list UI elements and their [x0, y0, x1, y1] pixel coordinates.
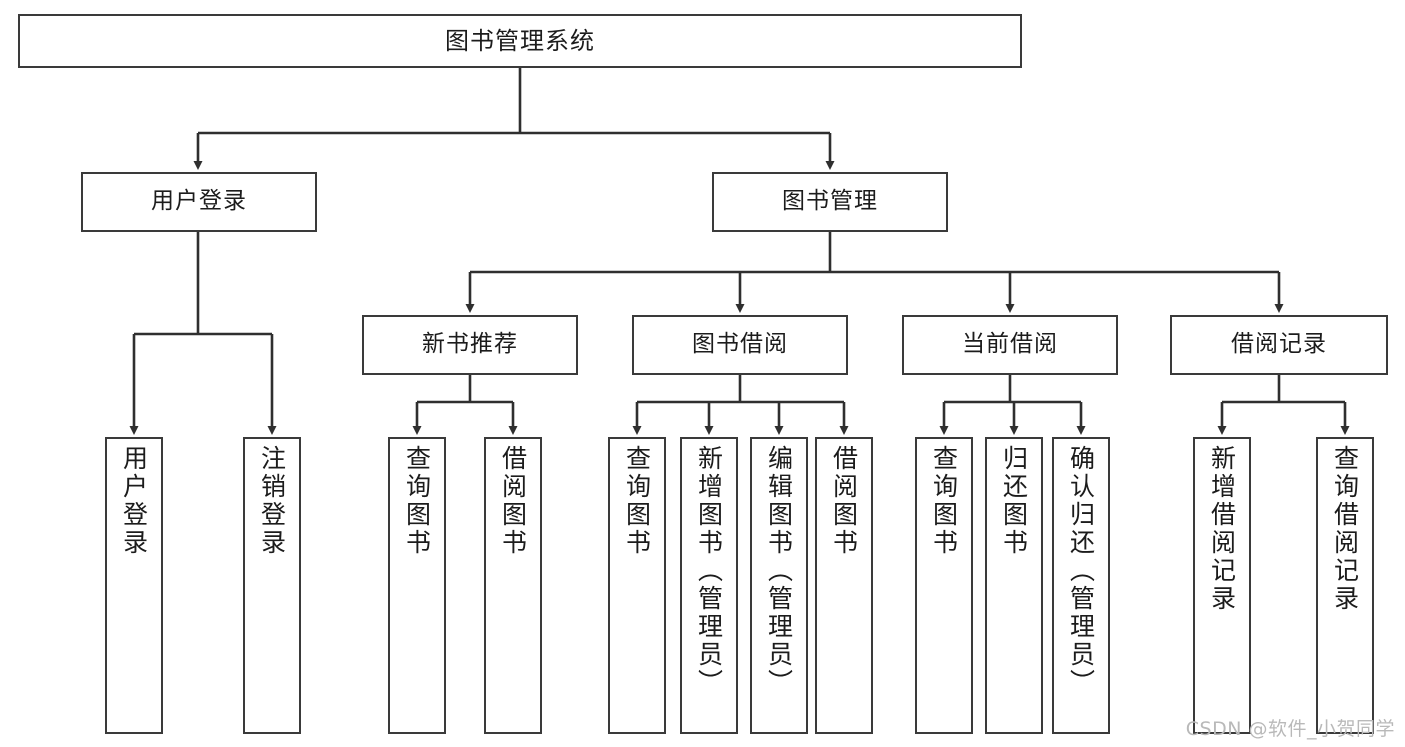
node-current-borrow-label: 当前借阅 — [962, 331, 1058, 358]
leaf-current-confirm-return-label: 确认归还（管理员） — [1066, 445, 1096, 697]
node-book-borrow-label: 图书借阅 — [692, 331, 788, 358]
leaf-new-book-query-book-label: 查询图书 — [402, 445, 432, 557]
node-current-borrow[interactable]: 当前借阅 — [902, 315, 1118, 375]
leaf-borrow-edit-book[interactable]: 编辑图书（管理员） — [750, 437, 808, 734]
leaf-new-book-borrow-book-label: 借阅图书 — [498, 445, 528, 557]
leaf-current-return-book-label: 归还图书 — [999, 445, 1029, 557]
csdn-watermark: CSDN @软件_小贺同学 — [1185, 718, 1395, 740]
leaf-record-query-record[interactable]: 查询借阅记录 — [1316, 437, 1374, 734]
leaf-logout[interactable]: 注销登录 — [243, 437, 301, 734]
node-new-book-recommend-label: 新书推荐 — [422, 331, 518, 358]
node-root-system-label: 图书管理系统 — [445, 26, 595, 55]
node-borrow-record-label: 借阅记录 — [1231, 331, 1327, 358]
node-book-management[interactable]: 图书管理 — [712, 172, 948, 232]
leaf-borrow-add-book[interactable]: 新增图书（管理员） — [680, 437, 738, 734]
leaf-record-add-record-label: 新增借阅记录 — [1207, 445, 1237, 613]
leaf-borrow-query-book[interactable]: 查询图书 — [608, 437, 666, 734]
leaf-borrow-edit-book-label: 编辑图书（管理员） — [764, 445, 794, 697]
leaf-borrow-borrow-book-label: 借阅图书 — [829, 445, 859, 557]
node-user-login-label: 用户登录 — [151, 188, 247, 215]
leaf-borrow-query-book-label: 查询图书 — [622, 445, 652, 557]
leaf-current-query-book-label: 查询图书 — [929, 445, 959, 557]
leaf-user-login-label: 用户登录 — [119, 445, 149, 557]
leaf-current-confirm-return[interactable]: 确认归还（管理员） — [1052, 437, 1110, 734]
node-borrow-record[interactable]: 借阅记录 — [1170, 315, 1388, 375]
leaf-new-book-query-book[interactable]: 查询图书 — [388, 437, 446, 734]
node-root-system[interactable]: 图书管理系统 — [18, 14, 1022, 68]
leaf-logout-label: 注销登录 — [257, 445, 287, 557]
leaf-current-return-book[interactable]: 归还图书 — [985, 437, 1043, 734]
leaf-record-query-record-label: 查询借阅记录 — [1330, 445, 1360, 613]
node-user-login[interactable]: 用户登录 — [81, 172, 317, 232]
node-new-book-recommend[interactable]: 新书推荐 — [362, 315, 578, 375]
node-book-borrow[interactable]: 图书借阅 — [632, 315, 848, 375]
leaf-new-book-borrow-book[interactable]: 借阅图书 — [484, 437, 542, 734]
leaf-borrow-borrow-book[interactable]: 借阅图书 — [815, 437, 873, 734]
node-book-management-label: 图书管理 — [782, 188, 878, 215]
leaf-record-add-record[interactable]: 新增借阅记录 — [1193, 437, 1251, 734]
leaf-borrow-add-book-label: 新增图书（管理员） — [694, 445, 724, 697]
leaf-user-login[interactable]: 用户登录 — [105, 437, 163, 734]
leaf-current-query-book[interactable]: 查询图书 — [915, 437, 973, 734]
